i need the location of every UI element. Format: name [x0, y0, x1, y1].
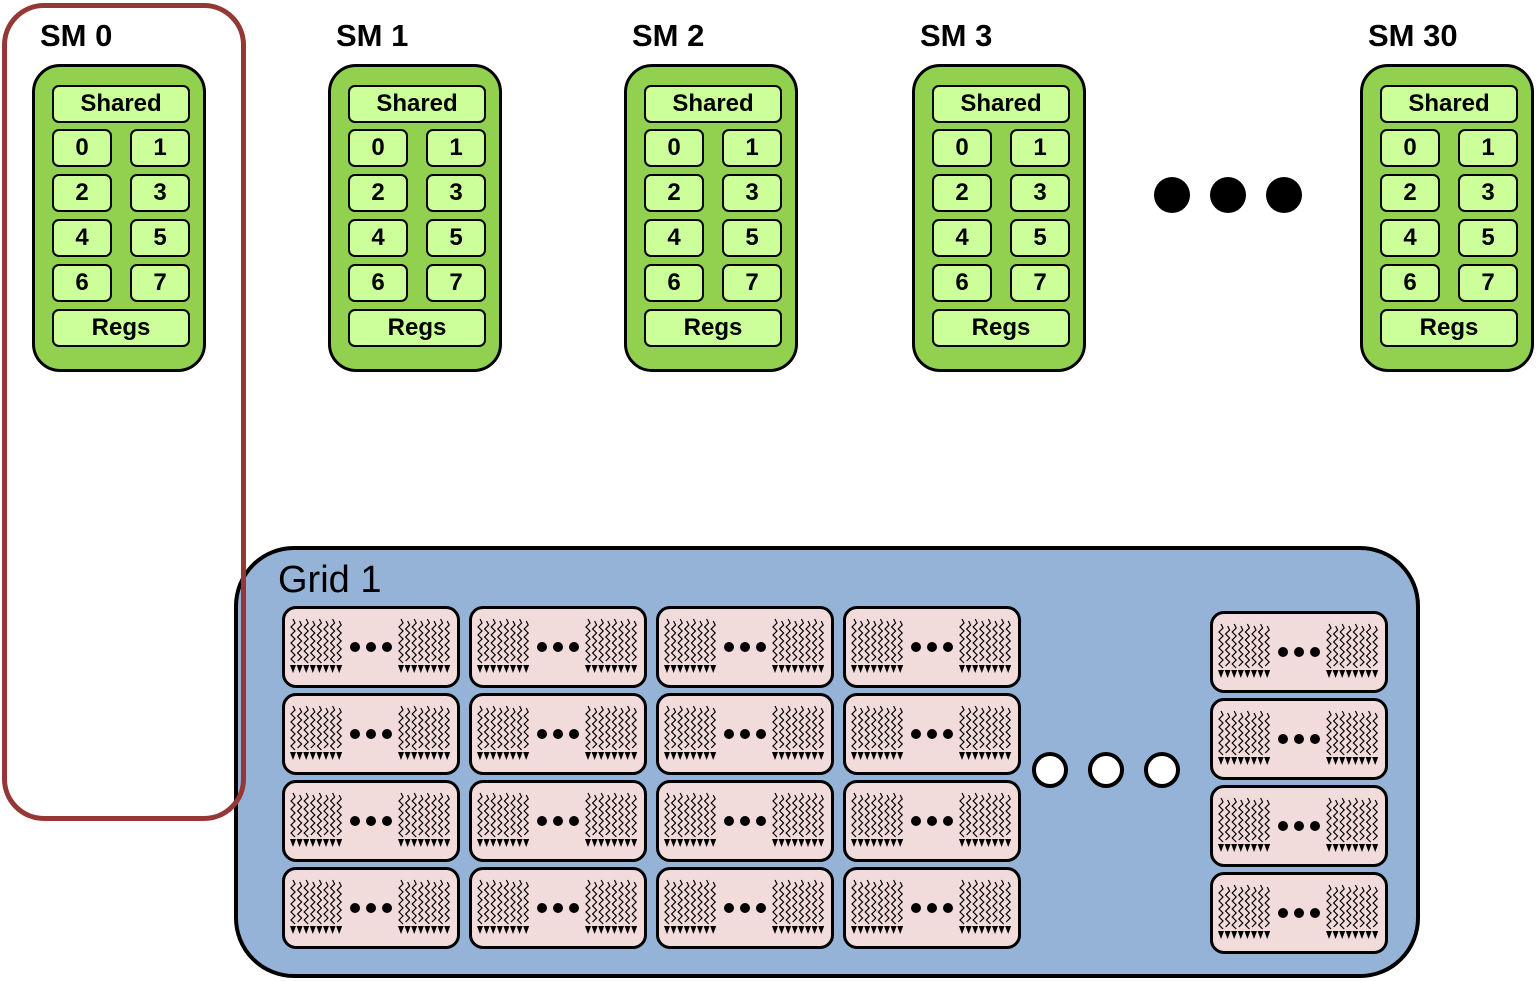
shared-memory: Shared	[932, 85, 1070, 123]
core-0: 0	[932, 129, 992, 167]
registers: Regs	[348, 309, 486, 347]
sm-box-3: Shared 0 1 2 3 4 5 6 7 Regs	[912, 64, 1086, 372]
core-5: 5	[1010, 219, 1070, 257]
core-6: 6	[644, 264, 704, 302]
core-5: 5	[722, 219, 782, 257]
sm-title-0: SM 0	[40, 16, 112, 56]
thread-block-icon	[1210, 611, 1388, 693]
core-1: 1	[130, 129, 190, 167]
thread-block-icon	[282, 780, 460, 862]
registers: Regs	[932, 309, 1070, 347]
sm-title-1: SM 1	[336, 16, 408, 56]
core-4: 4	[932, 219, 992, 257]
thread-block-icon	[282, 867, 460, 949]
core-5: 5	[130, 219, 190, 257]
core-6: 6	[52, 264, 112, 302]
core-6: 6	[932, 264, 992, 302]
core-3: 3	[1010, 174, 1070, 212]
core-3: 3	[130, 174, 190, 212]
thread-block-icon	[282, 606, 460, 688]
core-3: 3	[426, 174, 486, 212]
core-0: 0	[52, 129, 112, 167]
thread-block-icon	[843, 780, 1021, 862]
core-2: 2	[932, 174, 992, 212]
thread-block-icon	[469, 780, 647, 862]
core-6: 6	[1380, 264, 1440, 302]
core-1: 1	[1010, 129, 1070, 167]
shared-memory: Shared	[644, 85, 782, 123]
thread-block-icon	[843, 606, 1021, 688]
sm-box-30: Shared 0 1 2 3 4 5 6 7 Regs	[1360, 64, 1534, 372]
sm-box-1: Shared 0 1 2 3 4 5 6 7 Regs	[328, 64, 502, 372]
sm-box-0: Shared 0 1 2 3 4 5 6 7 Regs	[32, 64, 206, 372]
core-0: 0	[1380, 129, 1440, 167]
thread-block-icon	[843, 693, 1021, 775]
registers: Regs	[52, 309, 190, 347]
core-0: 0	[644, 129, 704, 167]
sm-ellipsis-icon	[1154, 177, 1304, 215]
registers: Regs	[644, 309, 782, 347]
shared-memory: Shared	[1380, 85, 1518, 123]
thread-block-icon	[656, 780, 834, 862]
shared-memory: Shared	[52, 85, 190, 123]
grid-ellipsis-icon	[1032, 752, 1184, 792]
sm-box-2: Shared 0 1 2 3 4 5 6 7 Regs	[624, 64, 798, 372]
core-2: 2	[644, 174, 704, 212]
thread-block-icon	[1210, 785, 1388, 867]
core-1: 1	[426, 129, 486, 167]
registers: Regs	[1380, 309, 1518, 347]
core-1: 1	[1458, 129, 1518, 167]
core-7: 7	[722, 264, 782, 302]
sm-title-30: SM 30	[1368, 16, 1458, 56]
thread-block-icon	[469, 867, 647, 949]
sm-title-3: SM 3	[920, 16, 992, 56]
grid-title: Grid 1	[278, 558, 381, 602]
thread-block-icon	[843, 867, 1021, 949]
core-7: 7	[426, 264, 486, 302]
core-2: 2	[52, 174, 112, 212]
shared-memory: Shared	[348, 85, 486, 123]
core-5: 5	[426, 219, 486, 257]
thread-block-icon	[656, 867, 834, 949]
core-6: 6	[348, 264, 408, 302]
thread-block-icon	[469, 606, 647, 688]
core-2: 2	[348, 174, 408, 212]
core-1: 1	[722, 129, 782, 167]
thread-block-icon	[656, 606, 834, 688]
core-7: 7	[130, 264, 190, 302]
core-3: 3	[1458, 174, 1518, 212]
core-4: 4	[348, 219, 408, 257]
core-3: 3	[722, 174, 782, 212]
thread-block-icon	[1210, 872, 1388, 954]
core-7: 7	[1458, 264, 1518, 302]
core-4: 4	[52, 219, 112, 257]
thread-block-icon	[469, 693, 647, 775]
core-0: 0	[348, 129, 408, 167]
core-4: 4	[644, 219, 704, 257]
core-4: 4	[1380, 219, 1440, 257]
core-7: 7	[1010, 264, 1070, 302]
thread-block-icon	[1210, 698, 1388, 780]
core-2: 2	[1380, 174, 1440, 212]
thread-block-icon	[282, 693, 460, 775]
sm-title-2: SM 2	[632, 16, 704, 56]
core-5: 5	[1458, 219, 1518, 257]
thread-block-icon	[656, 693, 834, 775]
